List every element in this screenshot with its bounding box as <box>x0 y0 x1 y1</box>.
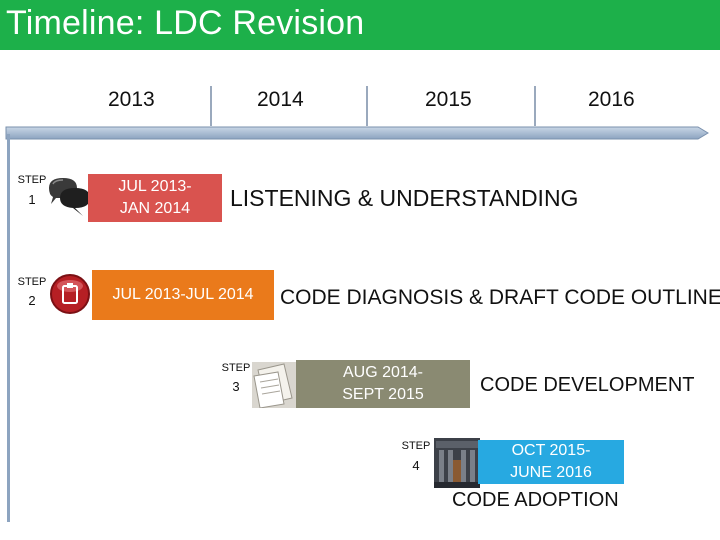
step-1-dates: JUL 2013- JAN 2014 <box>88 174 222 222</box>
year-divider <box>534 86 536 126</box>
step-2-dates: JUL 2013-JUL 2014 <box>92 270 274 320</box>
step-number: 2 <box>28 293 36 308</box>
year-2014: 2014 <box>257 88 304 111</box>
documents-icon <box>252 362 296 413</box>
step-label: STEP <box>221 362 251 374</box>
title-bar: Timeline: LDC Revision <box>0 0 720 50</box>
year-2015: 2015 <box>425 88 472 111</box>
step-label: STEP <box>17 174 47 186</box>
dates-line: JUNE 2016 <box>510 464 592 481</box>
step-2-phase: CODE DIAGNOSIS & DRAFT CODE OUTLINE <box>280 286 720 309</box>
timeline-axis <box>5 126 709 140</box>
step-label: STEP <box>17 276 47 288</box>
year-divider <box>366 86 368 126</box>
step-number: 4 <box>412 458 420 473</box>
step-4-dates: OCT 2015- JUNE 2016 <box>478 440 624 484</box>
speech-bubbles-icon <box>46 174 94 225</box>
timeline-vertical-line <box>7 134 10 522</box>
year-2013: 2013 <box>108 88 155 111</box>
step-number: 3 <box>232 379 240 394</box>
dates-line: JUL 2013- <box>118 178 192 195</box>
dates-line: AUG 2014- <box>342 364 424 381</box>
dates-line: JUL 2013-JUL 2014 <box>112 286 254 303</box>
step-label: STEP <box>401 440 431 452</box>
year-2016: 2016 <box>588 88 635 111</box>
step-number: 1 <box>28 192 36 207</box>
dates-line: JAN 2014 <box>119 200 191 217</box>
clipboard-icon <box>48 272 92 321</box>
step-3-phase: CODE DEVELOPMENT <box>480 374 695 396</box>
dates-line: OCT 2015- <box>511 442 591 459</box>
step-1-phase: LISTENING & UNDERSTANDING <box>230 185 579 211</box>
page-title: Timeline: LDC Revision <box>6 4 365 42</box>
step-4-phase: CODE ADOPTION <box>452 489 619 511</box>
dates-line: SEPT 2015 <box>342 386 424 403</box>
year-divider <box>210 86 212 126</box>
step-3-dates: AUG 2014- SEPT 2015 <box>296 360 470 408</box>
courthouse-icon <box>434 438 480 493</box>
